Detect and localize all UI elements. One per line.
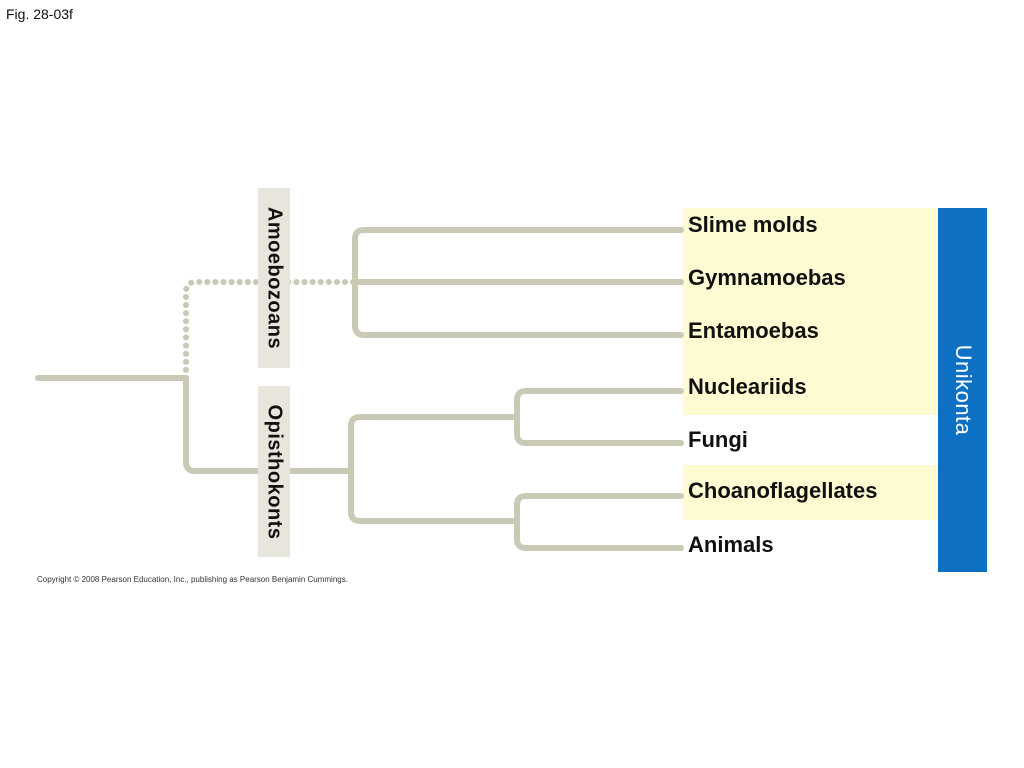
taxon-entamoebas: Entamoebas	[688, 318, 819, 343]
amoebozoans-label-box: Amoebozoans	[258, 188, 290, 368]
opisthokont-stem-branch	[183, 375, 353, 474]
highlight-amoebozoa-nucleariids	[683, 208, 938, 415]
taxon-gymnamoebas: Gymnamoebas	[688, 265, 846, 290]
amoebozoans-label: Amoebozoans	[263, 206, 286, 350]
choanos-animals-branch	[514, 493, 684, 551]
taxon-animals: Animals	[688, 532, 774, 557]
highlight-choanoflagellates	[683, 465, 938, 520]
unikonta-label: Unikonta	[950, 344, 976, 436]
opisthokonts-label: Opisthokonts	[263, 404, 286, 539]
copyright-notice: Copyright © 2008 Pearson Education, Inc.…	[37, 575, 348, 584]
unikonta-bar: Unikonta	[938, 208, 987, 572]
taxon-fungi: Fungi	[688, 427, 748, 452]
nucleariids-fungi-branch	[514, 388, 684, 446]
figure-label: Fig. 28-03f	[6, 6, 73, 22]
opisthokont-node-branch	[348, 414, 520, 524]
taxon-nucleariids: Nucleariids	[688, 374, 807, 399]
taxon-choanoflagellates: Choanoflagellates	[688, 478, 878, 503]
taxon-slime-molds: Slime molds	[688, 212, 818, 237]
opisthokonts-label-box: Opisthokonts	[258, 386, 290, 557]
